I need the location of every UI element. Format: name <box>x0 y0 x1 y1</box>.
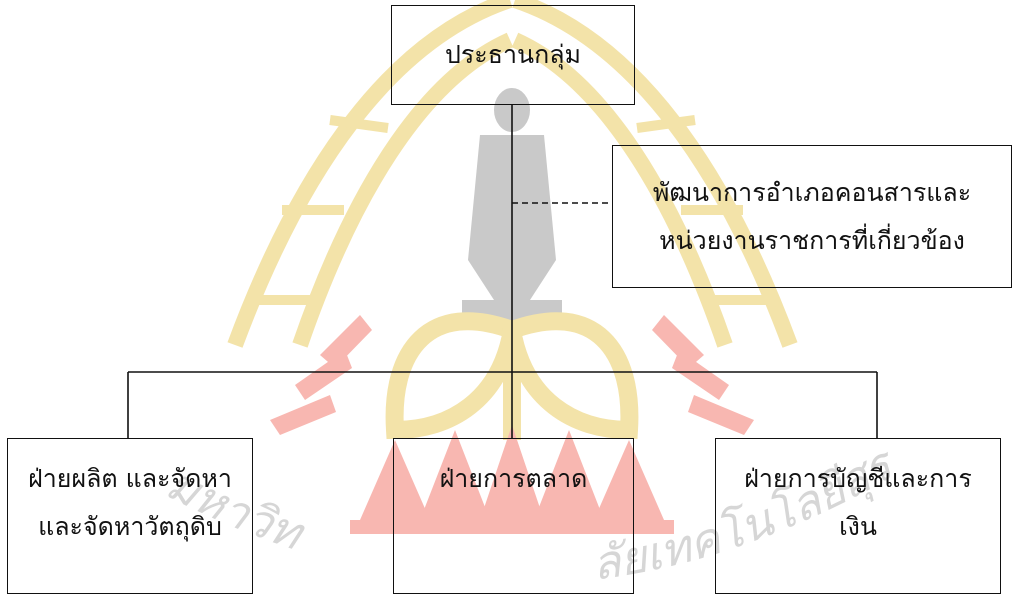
seal-red-rays <box>270 315 754 435</box>
advisor-label: พัฒนาการอำเภอคอนสารและ หน่วยงานราชการที่… <box>652 177 972 255</box>
production-department-label: ฝ่ายผลิต และจัดหา และจัดหาวัตถุดิบ <box>28 464 232 541</box>
accounting-department-label: ฝ่ายการบัญชีและการ เงิน <box>744 464 972 541</box>
advisor-box: พัฒนาการอำเภอคอนสารและ หน่วยงานราชการที่… <box>612 145 1012 288</box>
seal-red-flames <box>350 425 674 534</box>
production-department-box: ฝ่ายผลิต และจัดหา และจัดหาวัตถุดิบ <box>7 438 253 594</box>
chairman-box: ประธานกลุ่ม <box>391 5 635 105</box>
chairman-label: ประธานกลุ่ม <box>444 40 582 69</box>
marketing-department-label: ฝ่ายการตลาด <box>439 464 588 493</box>
seal-ladder-rungs <box>252 115 773 305</box>
marketing-department-box: ฝ่ายการตลาด <box>393 438 634 594</box>
accounting-department-box: ฝ่ายการบัญชีและการ เงิน <box>715 438 1001 594</box>
